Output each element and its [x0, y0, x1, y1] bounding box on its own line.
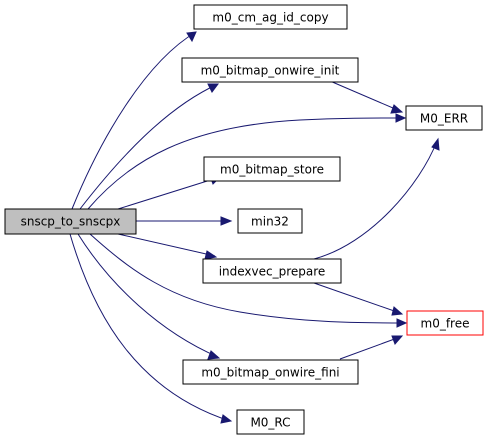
edge-root-onwire-init — [79, 83, 219, 210]
node-m0-err[interactable]: M0_ERR — [405, 105, 483, 131]
edge-root-onwire-fini — [77, 233, 221, 360]
edge-root-free — [89, 233, 408, 328]
node-label: snscp_to_snscpx — [21, 215, 121, 229]
node-m0-bitmap-onwire-fini[interactable]: m0_bitmap_onwire_fini — [182, 359, 359, 385]
node-label: min32 — [251, 215, 289, 229]
edge-onwire-init-err — [329, 80, 404, 114]
edge-ivp-err — [313, 137, 440, 260]
node-min32[interactable]: min32 — [237, 208, 303, 234]
edge-root-ivp — [117, 233, 218, 260]
edge-root-copy — [71, 31, 197, 210]
node-m0-bitmap-onwire-init[interactable]: m0_bitmap_onwire_init — [181, 57, 359, 83]
edges — [69, 31, 440, 424]
node-label: m0_bitmap_store — [220, 163, 324, 177]
node-snscp-to-snscpx[interactable]: snscp_to_snscpx — [4, 208, 137, 235]
edge-root-rc — [69, 233, 233, 424]
edge-root-min32 — [136, 216, 233, 226]
node-label: m0_bitmap_onwire_init — [201, 64, 340, 78]
node-label: indexvec_prepare — [219, 265, 326, 279]
node-label: m0_bitmap_onwire_fini — [201, 366, 339, 380]
node-label: M0_ERR — [420, 112, 468, 126]
node-label: m0_free — [421, 317, 470, 331]
edge-onwire-fini-free — [339, 335, 404, 360]
node-indexvec-prepare[interactable]: indexvec_prepare — [202, 258, 342, 284]
node-m0-bitmap-store[interactable]: m0_bitmap_store — [203, 156, 341, 182]
node-m0-free[interactable]: m0_free — [406, 310, 484, 336]
edge-root-err — [87, 113, 407, 210]
node-label: M0_RC — [250, 416, 290, 430]
node-m0-rc[interactable]: M0_RC — [236, 409, 305, 435]
edge-ivp-free — [313, 282, 404, 316]
node-m0-cm-ag-id-copy[interactable]: m0_cm_ag_id_copy — [193, 4, 348, 30]
node-label: m0_cm_ag_id_copy — [212, 11, 328, 25]
